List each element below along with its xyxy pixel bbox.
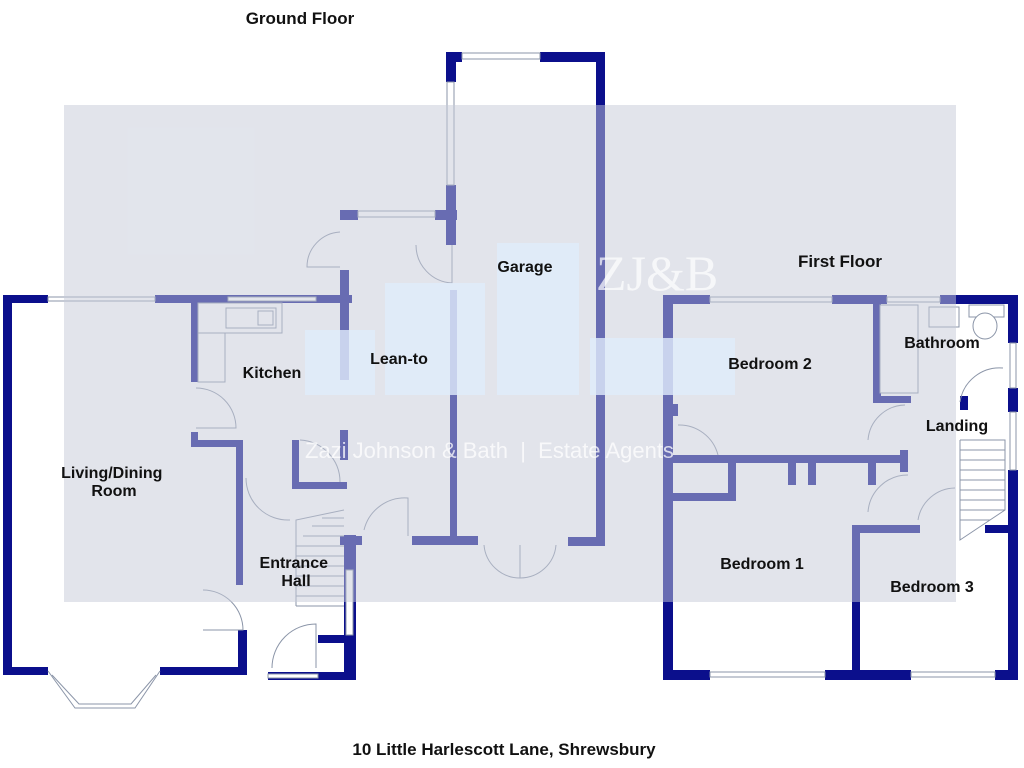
address-caption: 10 Little Harlescott Lane, Shrewsbury [352,740,656,759]
first-floor-stairs [959,439,1006,541]
watermark-logo: ZJ&B [596,245,718,301]
room-label-bathroom: Bathroom [904,335,980,352]
room-label-bedroom-3: Bedroom 3 [890,579,974,596]
watermark-text: Zazi Johnson & Bath | Estate Agents [305,438,674,463]
room-label-bedroom-1: Bedroom 1 [720,556,804,573]
room-label-living-dining: Living/Dining Room [61,465,167,500]
room-label-kitchen: Kitchen [243,365,302,382]
watermark-block [305,330,375,395]
room-label-garage: Garage [497,259,552,276]
room-label-lean-to: Lean-to [370,351,428,368]
watermark: ZJ&B Zazi Johnson & Bath | Estate Agents [64,105,956,602]
watermark-block [385,283,485,395]
watermark-block [497,243,579,395]
room-label-landing: Landing [926,418,988,435]
watermark-block [590,338,735,395]
room-label-entrance-hall: Entrance Hall [260,555,333,590]
ground-floor-heading: Ground Floor [246,9,355,28]
room-label-bedroom-2: Bedroom 2 [728,356,812,373]
first-floor-heading: First Floor [798,252,882,271]
toilet [972,312,998,340]
